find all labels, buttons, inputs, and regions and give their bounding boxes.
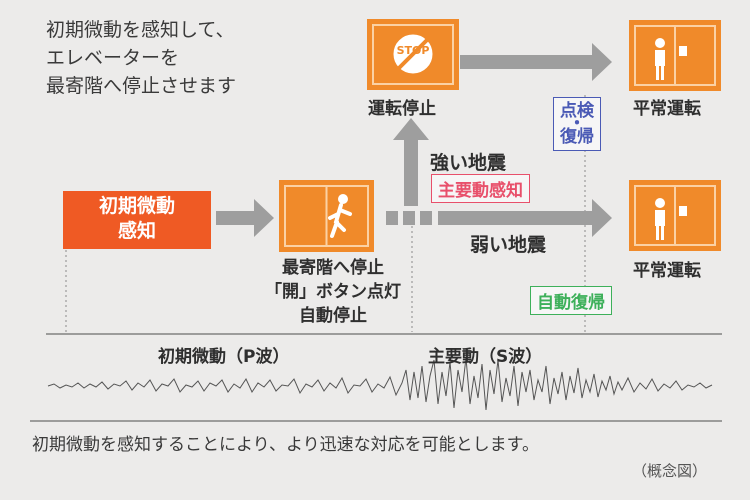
badge-main-detect: 主要動感知 [431, 174, 530, 203]
dash-1 [386, 211, 398, 225]
intro-line-2: エレベーターを [46, 47, 180, 69]
guide-lines [65, 95, 586, 332]
badge-auto-return: 自動復帰 [530, 286, 612, 315]
label-normal-bottom: 平常運転 [633, 261, 701, 281]
inspect-line-1: 点検 [560, 101, 594, 121]
elevator-stop-icon [367, 19, 459, 90]
label-stop: 運転停止 [368, 99, 436, 119]
nearest-line-1: 最寄階へ停止 [282, 258, 384, 278]
elevator-normal-icon-top [629, 20, 721, 91]
dash-3 [420, 211, 432, 225]
label-nearest-floor: 最寄階へ停止 「開」ボタン点灯 自動停止 [258, 256, 408, 328]
label-weak-quake: 弱い地震 [470, 234, 547, 256]
caption: 初期微動を感知することにより、より迅速な対応を可能とします。 [32, 435, 539, 455]
detect-box [63, 191, 211, 249]
flow-arrows [216, 43, 612, 237]
detect-line-1: 初期微動 [98, 195, 175, 217]
arrow-to-nearest [216, 199, 274, 237]
label-s-wave: 主要動（S波） [428, 347, 543, 367]
intro-text: 初期微動を感知して、 エレベーターを 最寄階へ停止させます [46, 16, 236, 100]
intro-line-3: 最寄階へ停止させます [46, 75, 237, 97]
nearest-line-3: 自動停止 [299, 306, 367, 326]
nearest-line-2: 「開」ボタン点灯 [265, 282, 401, 302]
dash-2 [403, 211, 415, 225]
detect-box-label: 初期微動 感知 [63, 194, 211, 244]
detect-line-2: 感知 [117, 220, 156, 242]
badge-inspect-return: 点検 ・ 復帰 [553, 97, 601, 151]
intro-line-1: 初期微動を感知して、 [46, 19, 235, 41]
label-normal-top: 平常運転 [633, 99, 701, 119]
elevator-normal-icon-bottom [629, 180, 721, 251]
concept-note: （概念図） [632, 462, 708, 480]
seismic-waveform [47, 357, 713, 411]
inspect-line-2: 復帰 [560, 127, 594, 147]
label-p-wave: 初期微動（P波） [158, 347, 290, 367]
elevator-running-icon [279, 180, 374, 252]
arrow-up-strong [393, 118, 429, 206]
label-strong-quake: 強い地震 [430, 152, 507, 174]
arrow-stop-to-normal [460, 43, 612, 81]
stop-sign-text: STOP [396, 44, 430, 57]
arrow-weak [438, 199, 612, 237]
